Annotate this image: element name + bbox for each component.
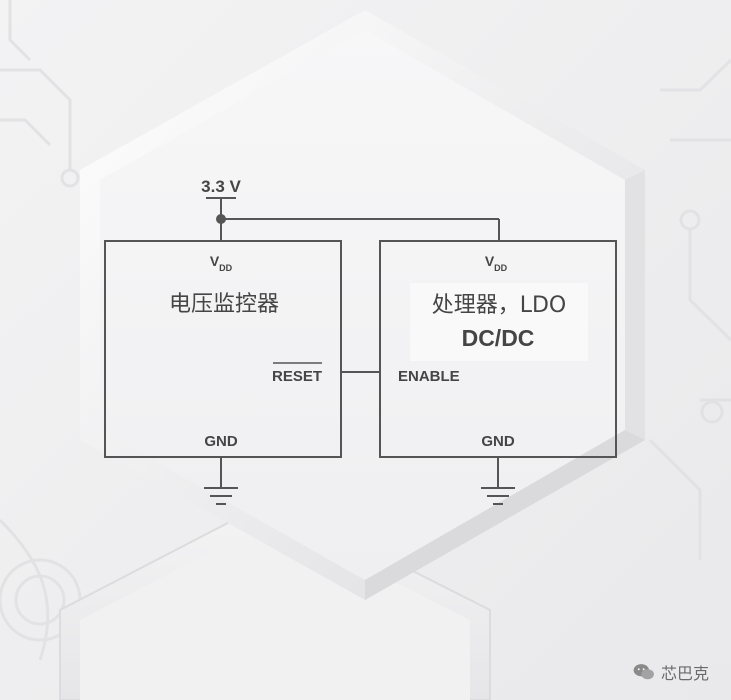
supervisor-vdd-main: V (210, 253, 220, 269)
supervisor-name: 电压监控器 (169, 292, 279, 317)
hexagon-rim-shadow-right (625, 170, 645, 440)
hexagon-rim-shadow-bottom (365, 430, 645, 600)
processor-name-highlight (410, 283, 588, 361)
main-hexagon-face (100, 30, 625, 580)
processor-gnd-label: GND (481, 433, 515, 450)
watermark: 芯巴克 (633, 660, 709, 684)
supervisor-gnd-label: GND (204, 433, 238, 450)
processor-vdd-main: V (485, 253, 495, 269)
processor-ground-symbol (481, 457, 515, 505)
supply-junction-dot (216, 214, 226, 224)
supervisor-ground-symbol (204, 457, 238, 505)
processor-name-line2: DC/DC (462, 325, 535, 351)
processor-vdd-subscript: DD (494, 263, 507, 273)
supply-voltage-label: 3.3 V (201, 177, 241, 196)
secondary-hexagon-face (80, 520, 470, 700)
processor-vdd-label: VDD (485, 253, 508, 273)
supervisor-reset-label: RESET (272, 368, 322, 385)
processor-enable-label: ENABLE (398, 368, 460, 385)
supervisor-vdd-subscript: DD (219, 263, 232, 273)
watermark-text: 芯巴克 (660, 664, 709, 683)
voltage-supervisor-block (104, 240, 342, 458)
supervisor-vdd-label: VDD (210, 253, 233, 273)
processor-name-line1: 处理器，LDO (432, 293, 567, 318)
wechat-icon (633, 664, 654, 680)
